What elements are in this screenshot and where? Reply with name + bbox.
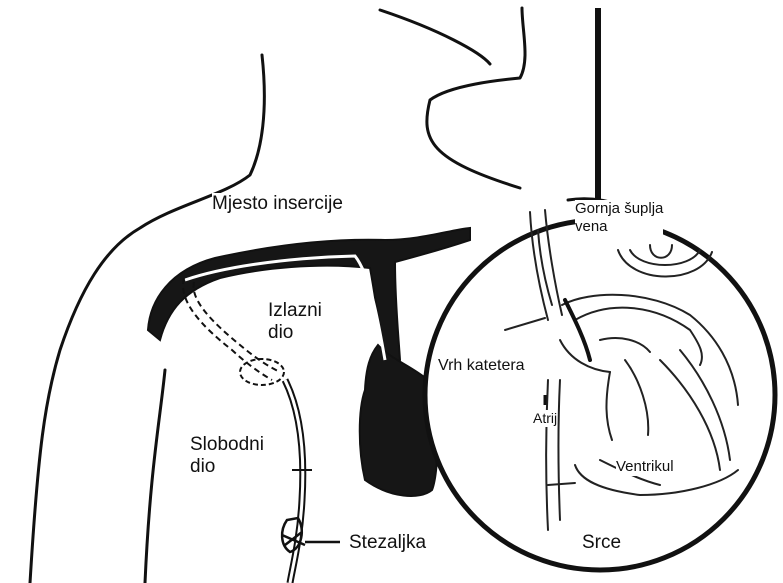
clamp-shape — [282, 518, 340, 552]
label-superior-vena-cava: Gornja šuplja vena — [575, 200, 663, 235]
label-free-part-line1: Slobodni — [190, 434, 264, 456]
label-exit-part-line1: Izlazni — [268, 300, 322, 322]
neck-right-outline — [380, 10, 490, 64]
label-free-part: Slobodni dio — [190, 434, 264, 479]
label-svc-line1: Gornja šuplja — [575, 200, 663, 218]
chest-left-outline — [145, 370, 165, 583]
heart-zoom-circle — [425, 220, 775, 570]
neck-left-outline — [30, 55, 264, 583]
label-ventricle: Ventrikul — [616, 458, 674, 476]
label-svc-line2: vena — [575, 218, 663, 236]
label-exit-part: Izlazni dio — [268, 300, 322, 345]
label-atrium: Atrij — [533, 410, 557, 427]
tunnelled-segment — [183, 278, 280, 380]
label-exit-part-line2: dio — [268, 322, 322, 344]
exit-site-cuff — [240, 359, 284, 385]
label-heart: Srce — [582, 532, 621, 554]
subclavian-vein — [148, 228, 470, 368]
label-clamp: Stezaljka — [349, 532, 426, 554]
label-catheter-tip: Vrh katetera — [438, 357, 525, 376]
free-catheter-line — [285, 380, 303, 583]
label-insertion-site: Mjesto insercije — [212, 193, 343, 215]
label-free-part-line2: dio — [190, 456, 264, 478]
